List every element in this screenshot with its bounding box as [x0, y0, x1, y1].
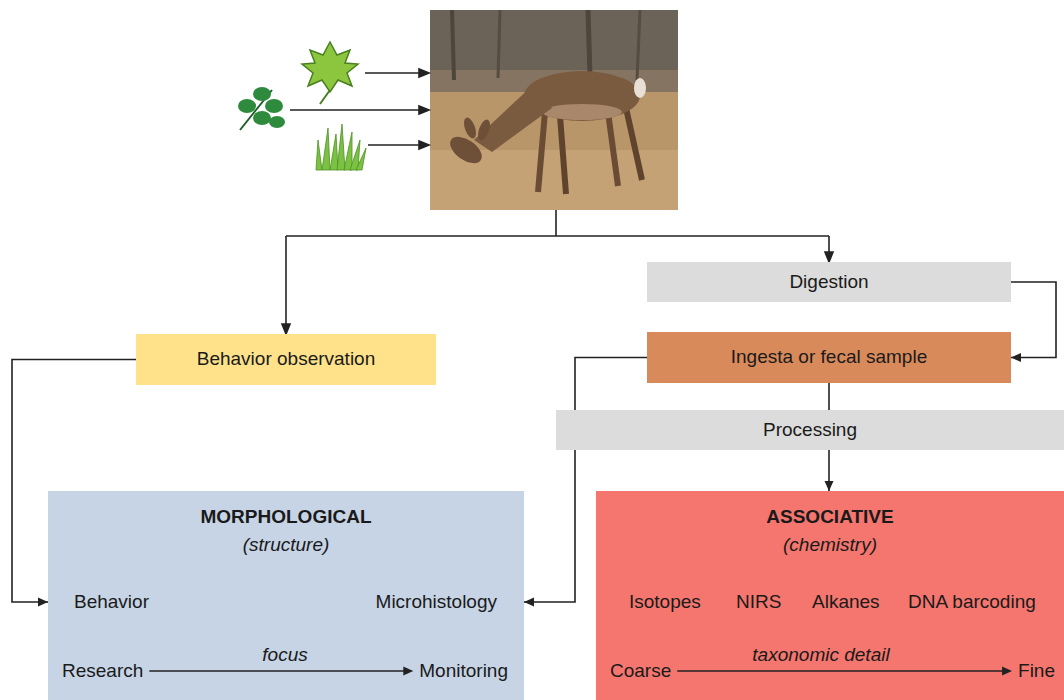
- arrow-head: [419, 106, 429, 114]
- branch-leaf: [253, 111, 271, 125]
- category-box: MORPHOLOGICAL (structure) Behavior Microhis…: [48, 491, 524, 700]
- deer-photo: [430, 10, 678, 210]
- method-label: Isotopes: [629, 591, 701, 614]
- connector-arrow: [825, 450, 834, 491]
- deer-leg: [538, 112, 545, 192]
- axis-label: taxonomic detail: [752, 644, 889, 667]
- axis-arrow: [677, 667, 1012, 676]
- deer-tail: [634, 78, 646, 98]
- connector-arrow: [1011, 282, 1056, 362]
- method-label: Microhistology: [376, 591, 497, 614]
- arrow-head: [419, 69, 429, 77]
- deer-leg: [560, 116, 566, 194]
- maple-leaf-icon: [302, 42, 358, 104]
- tree-trunk: [588, 10, 590, 76]
- photo-field: [430, 92, 678, 210]
- axis-end-label: Fine: [1018, 660, 1055, 683]
- box-heading: ASSOCIATIVE: [766, 506, 893, 529]
- maple-leaf: [302, 42, 358, 92]
- branch-leaf: [269, 116, 285, 128]
- process-box: Behavior observation: [136, 334, 436, 385]
- arrow-head: [419, 141, 429, 149]
- grass-icon: [316, 124, 366, 170]
- arrow-head: [403, 667, 413, 676]
- connector-line: [1011, 282, 1056, 358]
- box-label: Ingesta or fecal sample: [731, 346, 927, 369]
- arrow-head: [825, 252, 833, 262]
- leaf-stem: [320, 90, 330, 104]
- tree-trunk: [498, 10, 500, 78]
- branch-icon: [238, 87, 285, 130]
- grass-blade: [344, 132, 352, 170]
- split-line: [828, 236, 830, 253]
- deer-belly: [542, 104, 622, 120]
- category-box: ASSOCIATIVE (chemistry) Isotopes NIRS Alkane…: [596, 491, 1064, 700]
- deer-neck: [474, 84, 552, 152]
- axis-end-label: Research: [62, 660, 143, 683]
- grass-blade: [330, 134, 338, 170]
- arrow-head: [282, 324, 290, 334]
- axis-arrow: [149, 667, 413, 676]
- split-line: [555, 210, 557, 236]
- grass-blade: [337, 124, 345, 170]
- axis-end-label: Monitoring: [419, 660, 508, 683]
- process-band: Digestion: [647, 262, 1011, 302]
- split-line: [286, 235, 829, 237]
- feeding-arrows: [290, 69, 429, 149]
- process-box: Ingesta or fecal sample: [647, 332, 1011, 383]
- photo-ground: [430, 10, 678, 210]
- process-band: Processing: [556, 410, 1064, 450]
- arrow-head: [825, 481, 834, 491]
- grass-blade: [316, 140, 322, 170]
- box-label: Processing: [763, 419, 857, 442]
- arrow-head: [38, 598, 48, 607]
- box-subheading: (structure): [243, 534, 330, 557]
- tree-trunk: [452, 10, 454, 80]
- method-label: Behavior: [74, 591, 149, 614]
- axis-line: [149, 670, 405, 672]
- axis-line: [677, 670, 1004, 672]
- connector-arrow: [829, 383, 830, 410]
- box-heading: MORPHOLOGICAL: [201, 506, 372, 529]
- branch-leaf: [253, 87, 271, 101]
- deer-ear: [476, 118, 493, 142]
- grass-blade: [356, 148, 366, 170]
- axis-label: focus: [262, 644, 307, 667]
- feeding-arrow: [365, 72, 420, 74]
- arrow-head: [1002, 667, 1012, 676]
- box-label: Behavior observation: [197, 348, 376, 371]
- grass-blade: [322, 128, 330, 170]
- branch-leaf: [265, 99, 283, 113]
- deer-leg: [608, 112, 618, 186]
- branch-leaf: [238, 99, 256, 113]
- method-label: DNA barcoding: [908, 591, 1036, 614]
- tree-trunk: [637, 10, 640, 80]
- method-label: Alkanes: [812, 591, 880, 614]
- feeding-arrow: [290, 109, 420, 111]
- arrow-head: [1011, 353, 1021, 362]
- arrow-head: [524, 598, 534, 607]
- box-label: Digestion: [789, 271, 868, 294]
- method-label: NIRS: [736, 591, 781, 614]
- feeding-arrow: [368, 144, 420, 146]
- connector-line: [828, 383, 830, 410]
- axis-end-label: Coarse: [610, 660, 671, 683]
- deer-leg: [626, 108, 642, 180]
- deer-ear: [462, 116, 479, 140]
- box-subheading: (chemistry): [783, 534, 877, 557]
- split-line: [285, 236, 287, 325]
